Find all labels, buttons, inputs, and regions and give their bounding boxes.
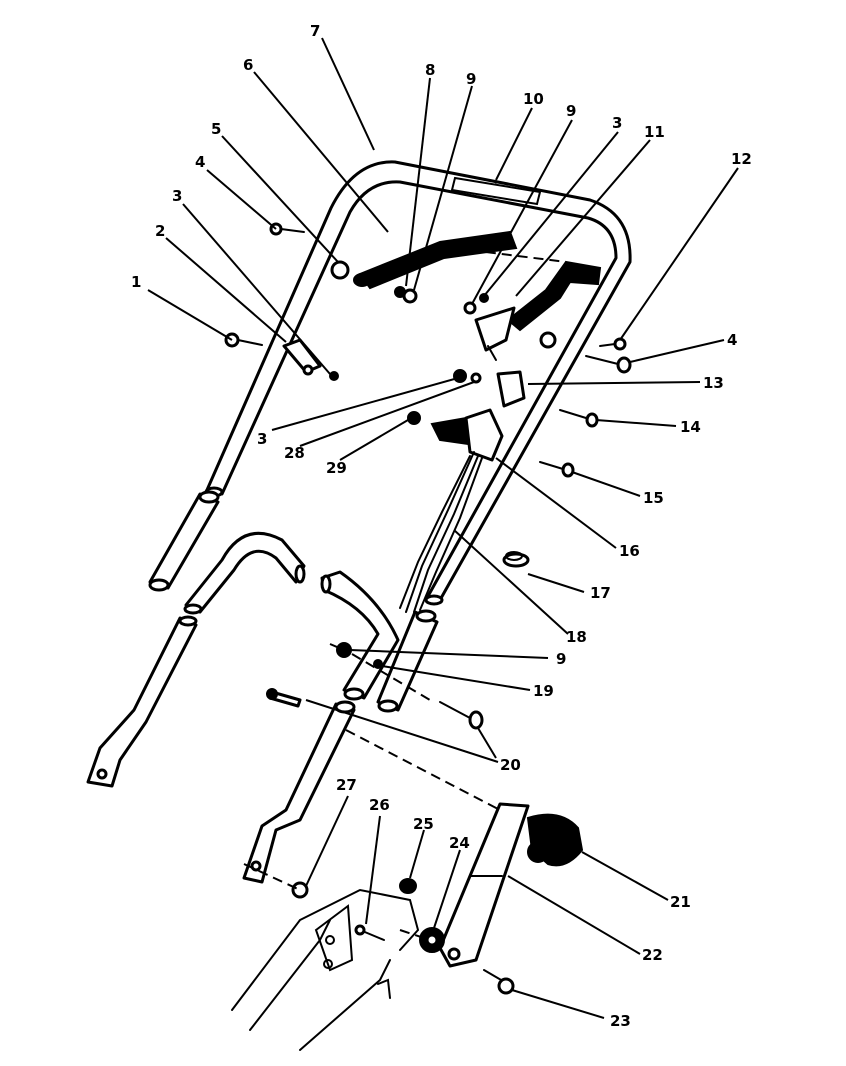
- label-part-4-right: 4: [727, 331, 737, 349]
- knob: [526, 813, 584, 867]
- lower-left-arm: [86, 615, 198, 788]
- part-labels: 1 2 3 4 5 6 7 8 9 10 9 3 11 12 4 13 3 28…: [131, 22, 752, 1030]
- bottom-hardware: [291, 878, 515, 995]
- right-bolts: [539, 337, 632, 478]
- switch-assembly: [407, 369, 526, 462]
- handle-splice-right: [376, 609, 439, 713]
- label-part-21: 21: [670, 893, 691, 911]
- label-part-4: 4: [195, 153, 205, 171]
- control-bail-right: [506, 260, 602, 332]
- label-part-29: 29: [326, 459, 347, 477]
- label-part-25: 25: [413, 815, 434, 833]
- label-part-17: 17: [590, 584, 611, 602]
- label-part-12: 12: [731, 150, 752, 168]
- label-part-1: 1: [131, 273, 141, 291]
- label-part-28: 28: [284, 444, 305, 462]
- handle-splice-left: [148, 490, 220, 592]
- label-part-5: 5: [211, 120, 221, 138]
- label-part-6: 6: [243, 56, 253, 74]
- label-part-14: 14: [680, 418, 701, 436]
- middle-handle: [183, 531, 400, 701]
- label-part-2: 2: [155, 222, 165, 240]
- label-part-3: 3: [172, 187, 182, 205]
- joint-hardware: [266, 642, 484, 730]
- handle-bracket: [438, 802, 530, 968]
- wire-harness: [399, 451, 483, 613]
- bail-hardware: [330, 260, 557, 361]
- upper-handle: [204, 160, 632, 606]
- label-part-15: 15: [643, 489, 664, 507]
- label-part-3-mid: 3: [257, 430, 267, 448]
- label-part-20: 20: [500, 756, 521, 774]
- label-part-18: 18: [566, 628, 587, 646]
- mower-deck: [231, 888, 420, 1051]
- leader-lines: [147, 37, 739, 1019]
- label-part-9-top: 9: [466, 70, 476, 88]
- label-part-11: 11: [644, 123, 665, 141]
- label-part-7: 7: [310, 22, 320, 40]
- cable-clip: [502, 551, 530, 568]
- label-part-9-mid: 9: [556, 650, 566, 668]
- left-hardware: [224, 222, 339, 381]
- label-part-10: 10: [523, 90, 544, 108]
- label-part-24: 24: [449, 834, 470, 852]
- control-bail-left: [353, 230, 518, 290]
- label-part-26: 26: [369, 796, 390, 814]
- label-part-19: 19: [533, 682, 554, 700]
- label-part-23: 23: [610, 1012, 631, 1030]
- label-part-27: 27: [336, 776, 357, 794]
- label-part-16: 16: [619, 542, 640, 560]
- label-part-8: 8: [425, 61, 435, 79]
- label-part-9-right: 9: [566, 102, 576, 120]
- label-part-3-top: 3: [612, 114, 622, 132]
- label-part-22: 22: [642, 946, 663, 964]
- label-part-13: 13: [703, 374, 724, 392]
